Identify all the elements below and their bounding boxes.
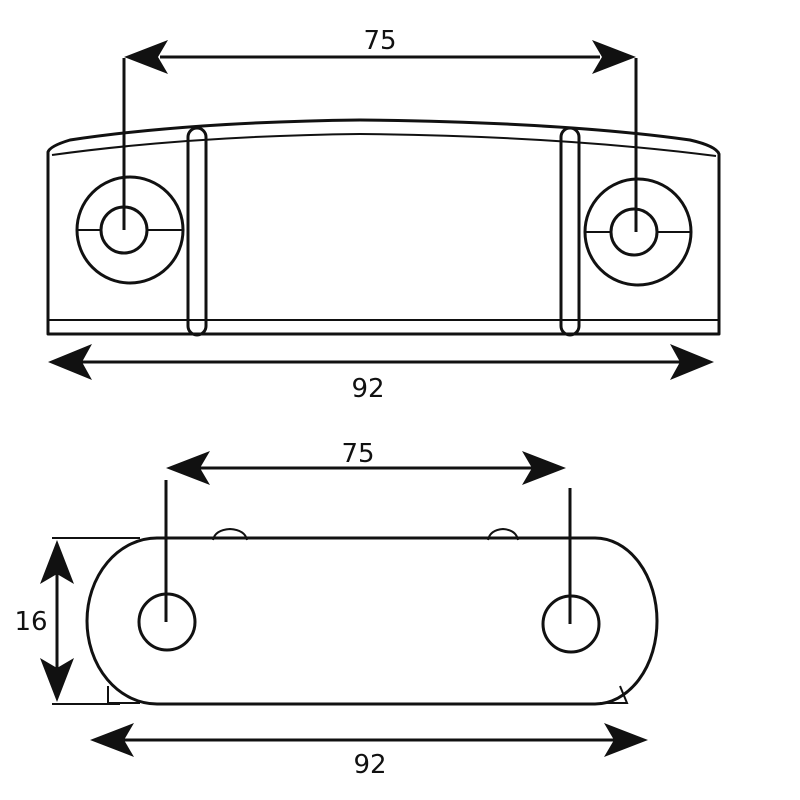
bottom-view-overall-length-dimension	[90, 723, 648, 757]
top-view: 75 92	[46, 26, 721, 404]
bottom-view-hole-spacing-label: 75	[341, 439, 374, 469]
bottom-view-hole-spacing-dimension	[166, 451, 566, 485]
top-view-hole-spacing-label: 75	[363, 26, 396, 56]
top-view-left-rib	[186, 126, 208, 337]
top-view-left-mounting-hole	[75, 175, 185, 285]
bottom-view: 75 16 92	[14, 439, 659, 780]
top-view-right-rib	[559, 126, 581, 337]
bottom-view-height-label: 16	[14, 607, 47, 637]
bottom-view-height-dimension	[40, 540, 74, 702]
bottom-view-top-tab-left	[212, 527, 248, 541]
bottom-view-body-outline	[85, 536, 659, 706]
top-view-body-outline	[46, 118, 721, 336]
top-view-hole-spacing-dimension	[124, 40, 636, 74]
bottom-view-overall-length-label: 92	[353, 750, 386, 780]
bottom-view-top-tab-right	[487, 527, 519, 541]
top-view-overall-length-dimension	[48, 344, 714, 380]
top-view-overall-length-label: 92	[351, 374, 384, 404]
top-view-right-mounting-hole	[583, 177, 693, 287]
top-view-top-edge-inner	[51, 132, 717, 157]
